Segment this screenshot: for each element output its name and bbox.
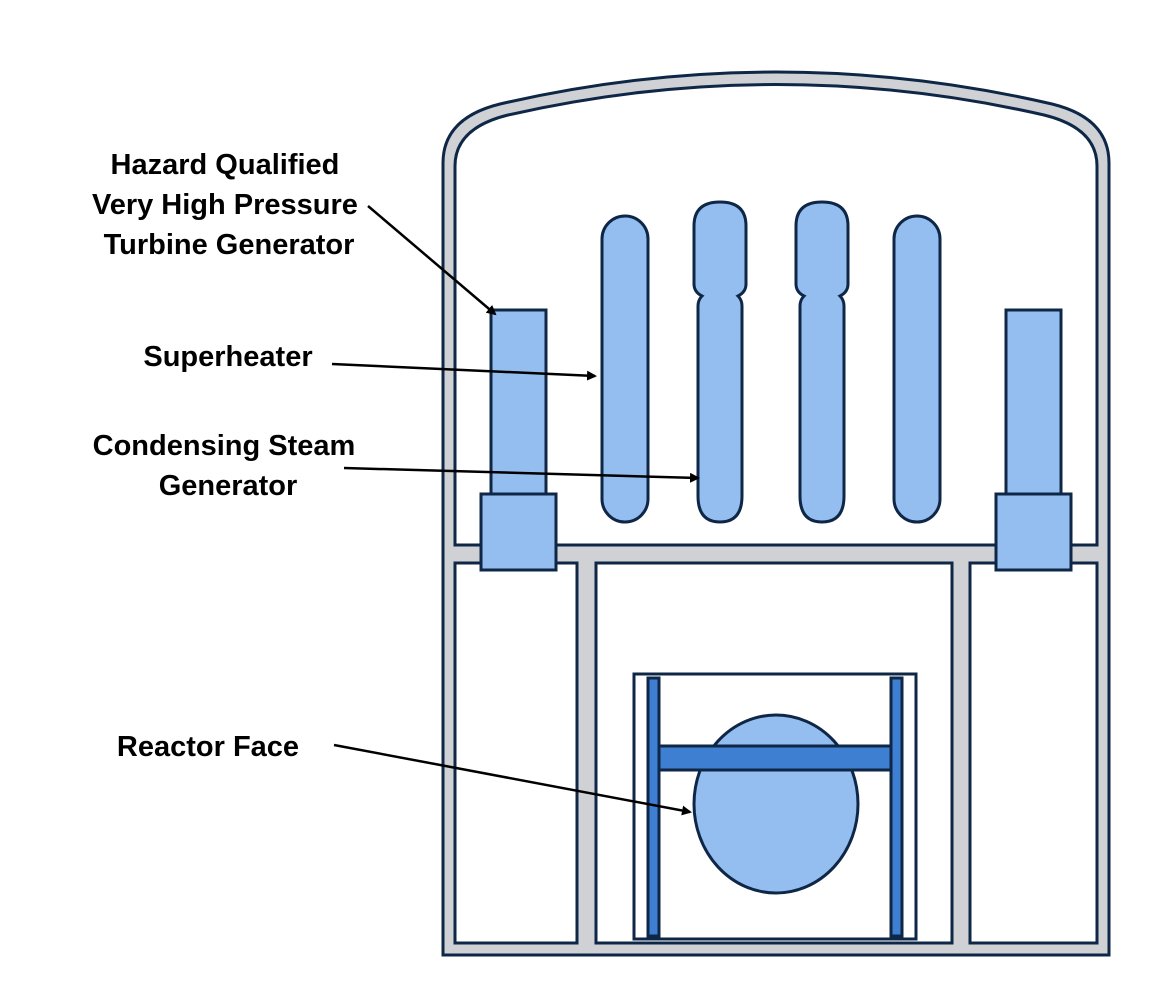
label-turbine-generator: Hazard Qualified Very High Pressure Turb… bbox=[92, 149, 366, 261]
label-condensing-steam-generator-line-1: Condensing Steam bbox=[93, 430, 356, 462]
turbine-column-left bbox=[489, 308, 548, 498]
arrow-reactor-face bbox=[333, 743, 692, 816]
reactor-crossbeam bbox=[657, 744, 893, 772]
turbine-generator-left bbox=[479, 308, 558, 572]
label-turbine-generator-line-3: Turbine Generator bbox=[104, 229, 355, 261]
lower-left-compartment bbox=[453, 561, 579, 945]
label-reactor-face: Reactor Face bbox=[117, 731, 299, 763]
arrow-superheater bbox=[331, 362, 597, 381]
turbine-base-left bbox=[479, 492, 558, 572]
turbine-generator-right bbox=[994, 308, 1073, 572]
arrow-turbine-generator bbox=[367, 205, 497, 316]
condensing-steam-generator-right bbox=[794, 200, 850, 524]
label-superheater: Superheater bbox=[143, 341, 312, 373]
reactor-frame-right-post bbox=[889, 676, 904, 938]
arrow-condensing-steam-generator bbox=[343, 466, 700, 483]
turbine-base-right bbox=[994, 492, 1073, 572]
reactor-frame-outline bbox=[632, 672, 918, 941]
superheater-right bbox=[892, 214, 942, 524]
containment-interior bbox=[453, 83, 1099, 547]
reactor-vessel bbox=[692, 713, 860, 895]
reactor-assembly bbox=[632, 672, 918, 941]
label-turbine-generator-line-1: Hazard Qualified bbox=[111, 149, 340, 181]
label-condensing-steam-generator: Condensing Steam Generator bbox=[93, 430, 364, 502]
lower-right-compartment bbox=[968, 561, 1099, 945]
label-turbine-generator-line-2: Very High Pressure bbox=[92, 189, 358, 221]
superheater-left bbox=[600, 214, 650, 524]
condensing-steam-generator-left bbox=[692, 200, 748, 524]
turbine-column-right bbox=[1004, 308, 1063, 498]
label-condensing-steam-generator-line-2: Generator bbox=[159, 470, 298, 502]
